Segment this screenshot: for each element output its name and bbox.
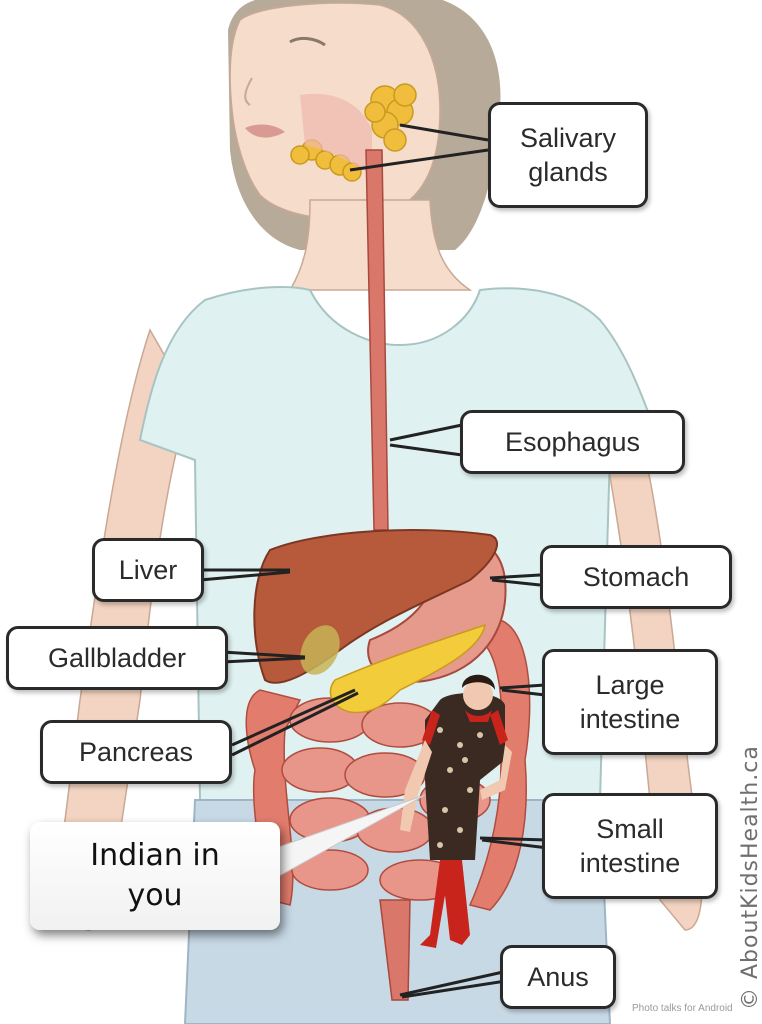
app-credit: Photo talks for Android <box>632 1003 733 1014</box>
label-esophagus: Esophagus <box>460 410 685 474</box>
label-stomach: Stomach <box>540 545 732 609</box>
label-gallbladder: Gallbladder <box>6 626 228 690</box>
speech-bubble-caption: Indian in you <box>30 822 280 930</box>
label-salivary-glands: Salivary glands <box>488 102 648 208</box>
label-large-intestine: Large intestine <box>542 649 718 755</box>
label-liver: Liver <box>92 538 204 602</box>
label-small-intestine: Small intestine <box>542 793 718 899</box>
label-pancreas: Pancreas <box>40 720 232 784</box>
label-anus: Anus <box>500 945 616 1009</box>
watermark: © AboutKidsHealth.ca <box>738 745 762 1010</box>
